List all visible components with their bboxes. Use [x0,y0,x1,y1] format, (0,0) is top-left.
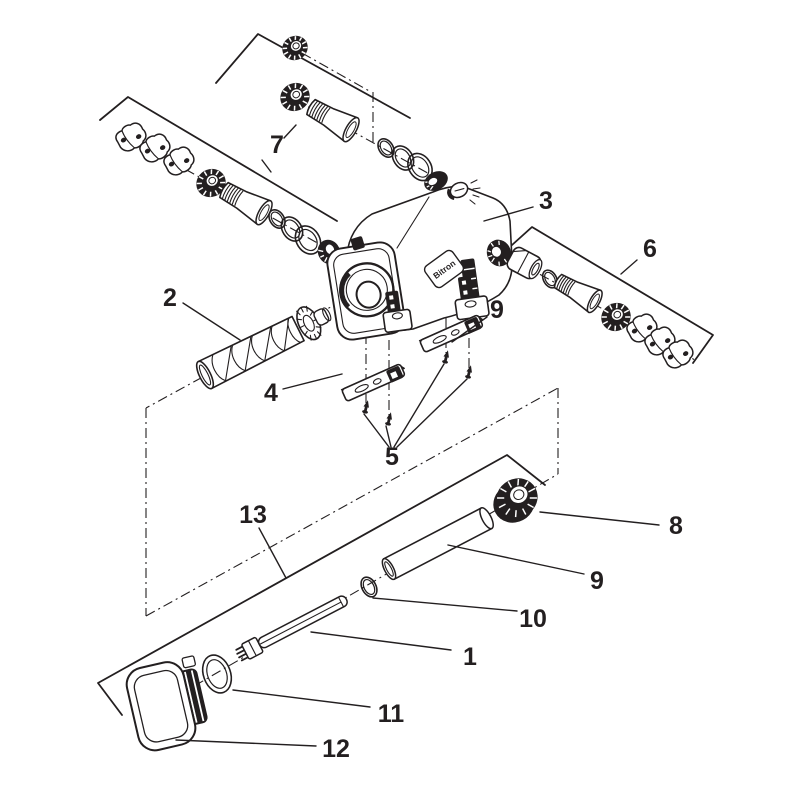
hose-clamp [163,146,195,176]
callout-label-9-rail: 9 [490,296,504,324]
quartz-glass-tube [381,507,494,581]
knurled-nut [601,302,631,332]
callout-9-tube-leader [447,544,585,575]
callout-5-leaders [363,363,468,448]
knurled-nut [196,168,226,198]
callout-label-1: 1 [463,643,477,671]
callout-label-3: 3 [539,187,553,215]
callout-8-leader [539,511,660,526]
bracket-left-hose-kit [99,96,338,222]
housing-body: Bitron [317,171,513,341]
axis-top-cap [301,52,372,93]
callout-label-6: 6 [643,235,657,263]
hose-tail [219,181,273,226]
uv-lamp [235,595,348,662]
dial-scale-ticks [469,179,481,205]
callout-label-11: 11 [378,700,405,728]
group-brackets [97,33,714,716]
axis-projection-diagonal [145,387,559,617]
housing-foot-left [382,290,413,334]
union-nut-8-holder [493,478,538,523]
callout-1-leader [310,631,452,651]
callout-9-rail-leader [451,316,488,343]
o-ring [360,576,378,598]
callout-4-leader [282,373,343,390]
outlet-adapter-fitting [506,246,543,280]
callout-12-leader [175,739,317,747]
hose-clamp [139,133,171,163]
callout-label-2: 2 [163,284,177,312]
mounting-rail-left [340,363,406,402]
callout-10-leader [372,597,518,612]
callout-label-4: 4 [264,379,278,407]
union-nut-8 [493,478,538,523]
callout-label-13: 13 [239,501,267,529]
axis-lamp-assembly [159,473,559,707]
mounting-screws [362,350,472,426]
housing-top-inlet-ring [424,171,448,191]
o-ring [377,137,395,159]
lamp-head-unit [125,655,208,752]
housing-outlet-ring [486,239,512,267]
flow-dial-knob [447,179,481,205]
callout-7-tick-upper [283,124,297,139]
knurled-nut [280,82,310,112]
screw [465,365,472,379]
left-hose-kit [115,122,322,255]
hose-tail [306,98,360,143]
callout-11-leader [232,689,371,708]
callout-label-8: 8 [669,512,683,540]
callout-3-leader [483,206,534,222]
screw [442,350,449,364]
o-ring [294,225,322,255]
bracket-right-hose-kit [511,226,714,364]
callout-2-leader [182,302,241,341]
callout-13-leader [258,527,287,579]
rotor-part [195,305,332,390]
hose-clamp [115,122,147,152]
screw [385,412,392,426]
right-hose-kit [541,269,694,369]
hose-clamp [662,339,694,369]
axis-left-group [132,139,331,251]
bracket-lamp-assembly [97,454,546,716]
callout-label-5: 5 [385,443,399,471]
top-hose-kit [280,35,433,182]
brand-label-plate: Bitron [423,249,465,289]
callout-label-7: 7 [270,131,284,159]
o-ring [201,654,233,694]
callout-6-leader [620,259,638,275]
callout-label-10: 10 [519,605,547,633]
bracket-top-hose-kit [215,33,411,119]
mounting-rail-right [418,314,484,353]
callout-leader-lines [175,124,660,747]
lamp-assembly [125,478,538,752]
closure-cap [282,35,308,61]
callout-labels: 7 2 3 6 9 4 5 13 8 9 10 1 11 12 [163,131,683,763]
lamp-o-rings [201,576,378,694]
hose-tail [553,273,603,314]
callout-7-tick-lower [261,159,272,173]
callout-label-9-tube: 9 [590,567,604,595]
callout-label-12: 12 [322,735,350,763]
screw [362,400,369,414]
